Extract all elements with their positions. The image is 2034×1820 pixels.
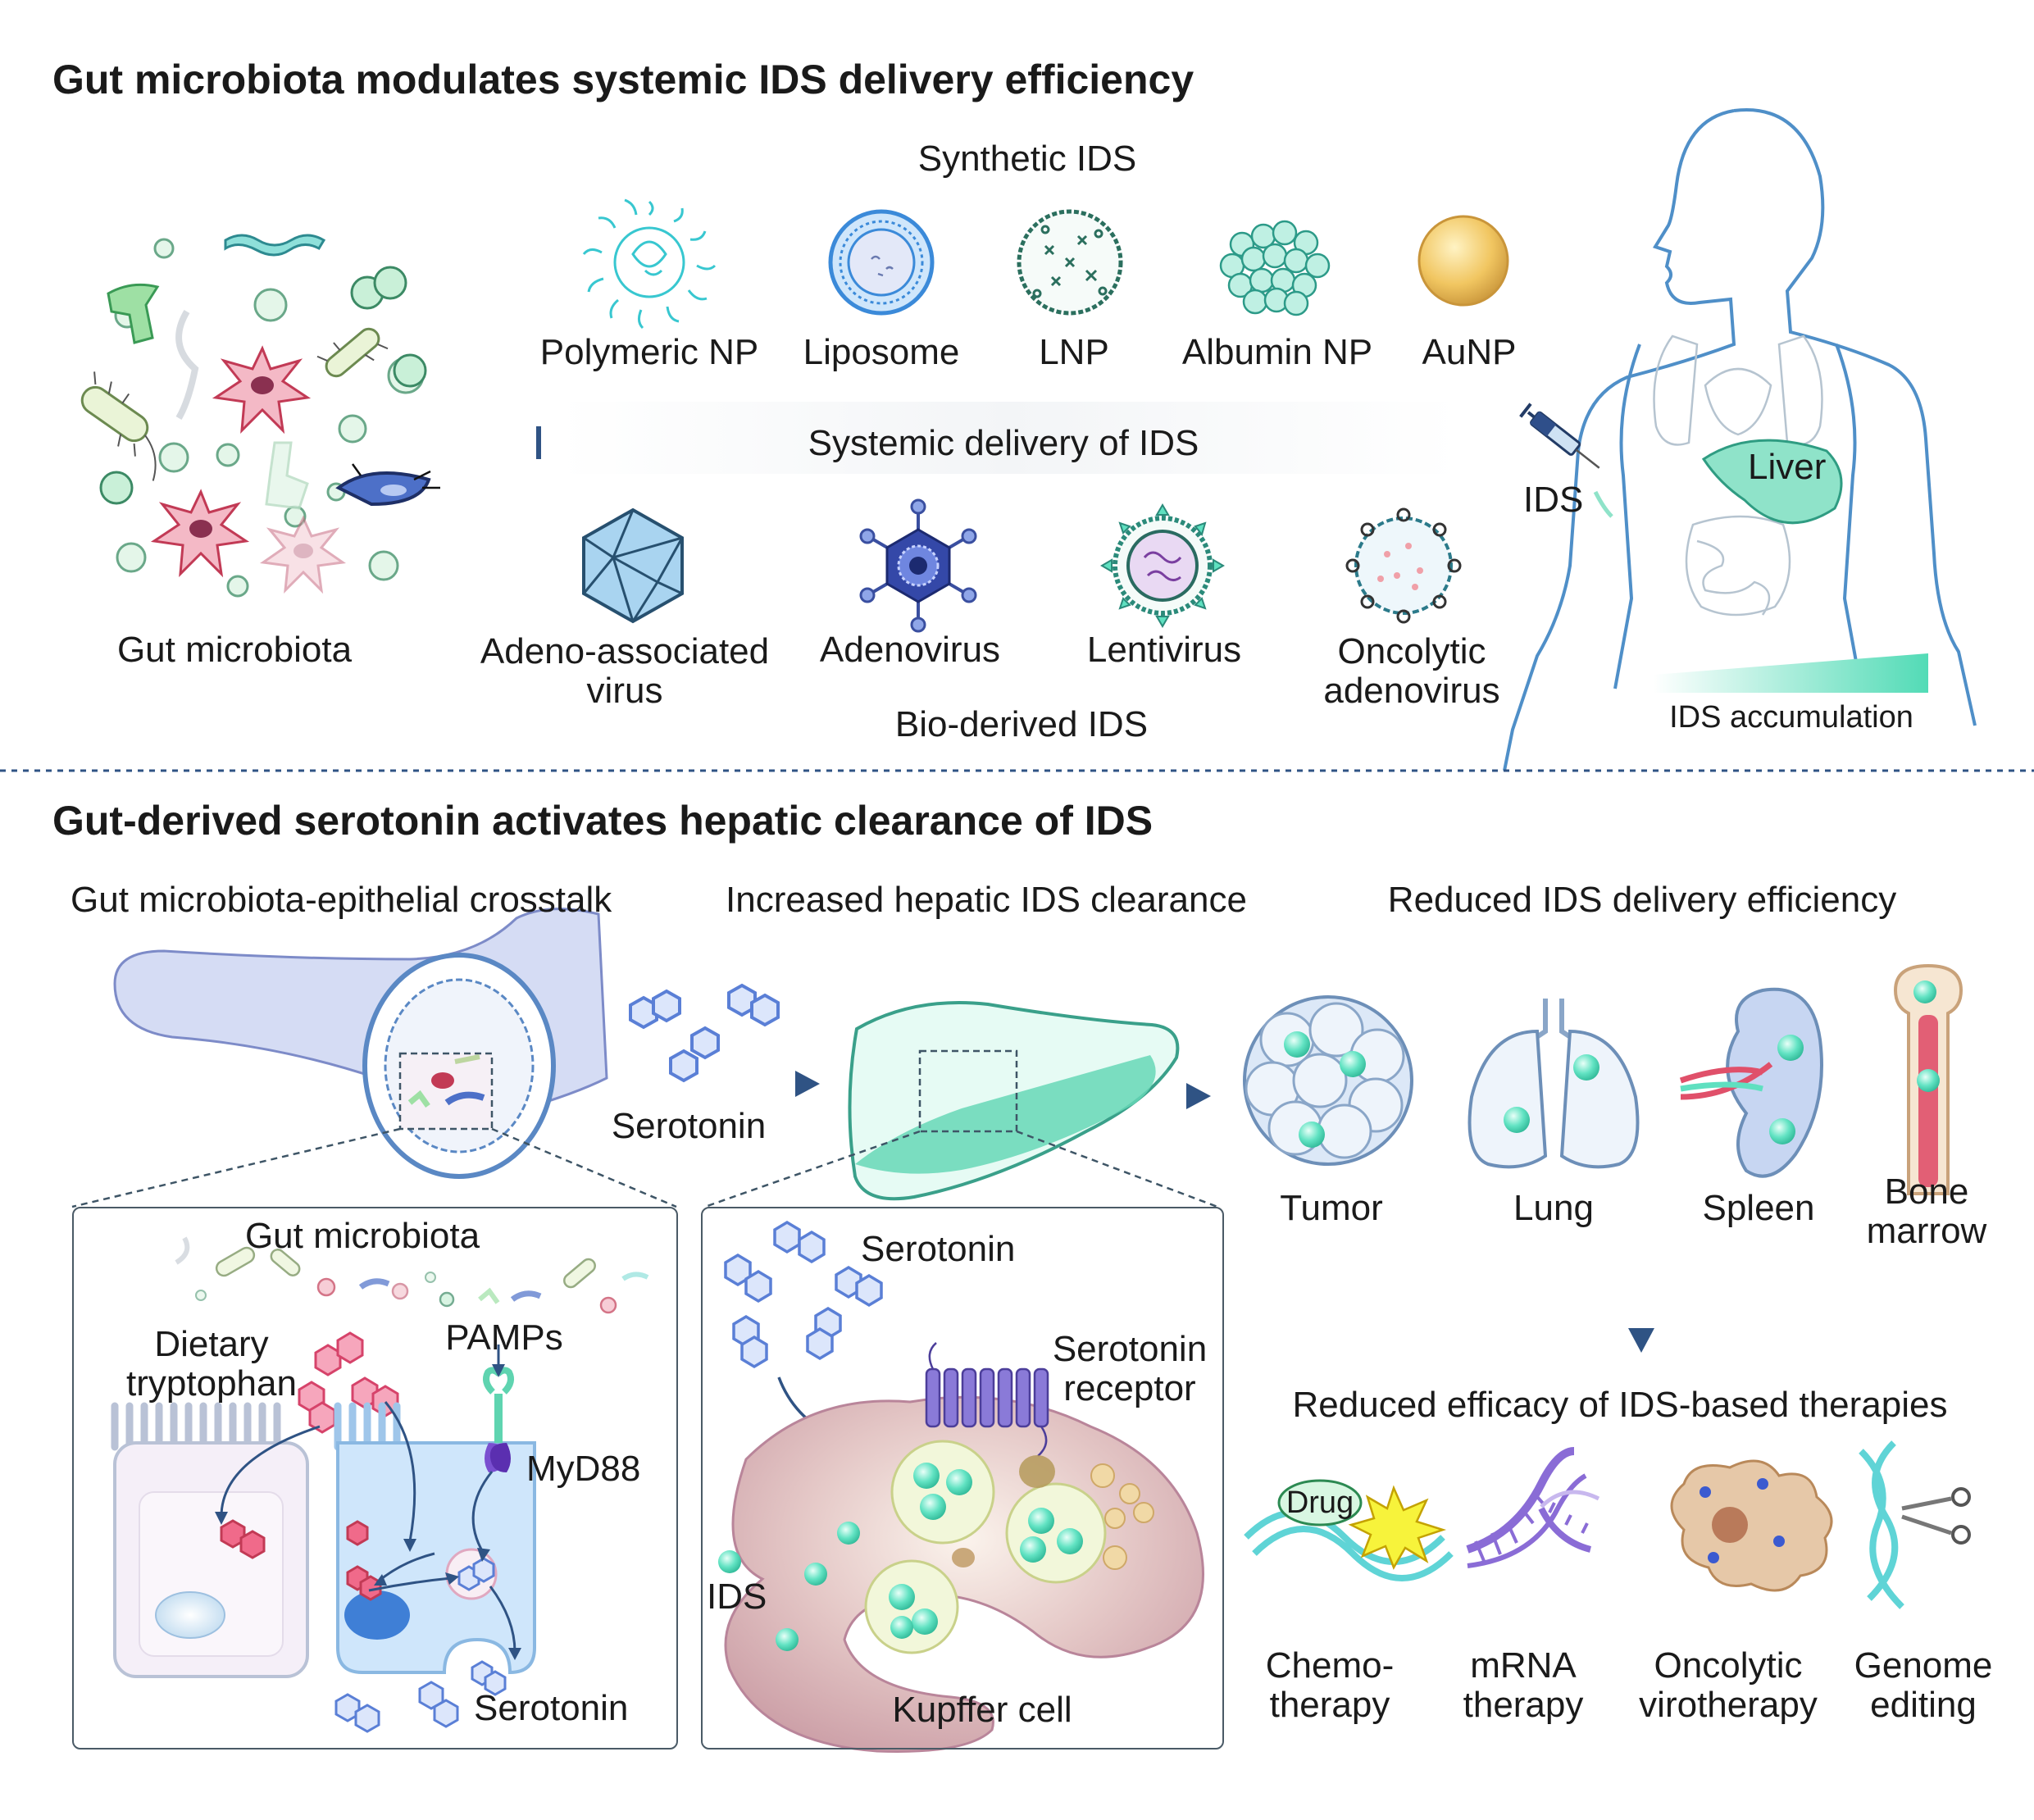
inset2-ids: IDS	[707, 1577, 767, 1617]
spleen-icon	[1679, 987, 1823, 1178]
lentivirus-icon	[1100, 503, 1225, 628]
ids-accumulation-gradient	[1654, 653, 1928, 693]
lung-icon	[1467, 999, 1640, 1169]
label-oncolytic-adenovirus: Oncolytic adenovirus	[1323, 631, 1500, 711]
label-ids-accumulation: IDS accumulation	[1669, 700, 1913, 735]
lnp-icon	[1017, 209, 1123, 316]
chemotherapy-icon	[1244, 1479, 1454, 1581]
label-tumor: Tumor	[1280, 1188, 1383, 1228]
intestine-illustration	[113, 908, 608, 1179]
polymeric-np-icon	[582, 198, 717, 330]
oncolytic-adenovirus-icon	[1345, 507, 1462, 624]
albumin-np-icon	[1219, 220, 1331, 316]
label-bio-derived-ids: Bio-derived IDS	[894, 704, 1149, 744]
inset-kupffer-clearance	[701, 1207, 1224, 1749]
label-genome-editing: Genome editing	[1854, 1645, 1993, 1725]
inset1-myd88: MyD88	[526, 1449, 641, 1489]
label-liposome: Liposome	[803, 332, 960, 372]
label-serotonin-flow: Serotonin	[611, 1106, 767, 1146]
internal-organs	[1653, 334, 1823, 617]
bone-marrow-icon	[1893, 963, 1963, 1195]
label-adenovirus: Adenovirus	[819, 630, 1001, 670]
liver-organ	[1701, 439, 1843, 525]
label-reduced-efficacy: Reduced efficacy of IDS-based therapies	[1292, 1385, 1948, 1425]
inset2-serotonin: Serotonin	[861, 1229, 1016, 1269]
adeno-associated-virus-icon	[582, 507, 684, 624]
label-ids-injection: IDS	[1523, 480, 1584, 520]
arrow-down-efficacy	[1628, 1254, 1654, 1353]
label-lung: Lung	[1513, 1188, 1594, 1228]
adenovirus-icon	[859, 498, 977, 633]
label-aav: Adeno-associated virus	[480, 631, 770, 711]
tumor-icon	[1243, 995, 1413, 1166]
liposome-icon	[828, 209, 935, 316]
aunp-icon	[1417, 215, 1509, 307]
heading-bottom: Gut-derived serotonin activates hepatic …	[52, 798, 1154, 844]
label-bone-marrow: Bone marrow	[1866, 1172, 1987, 1251]
label-spleen: Spleen	[1702, 1188, 1815, 1228]
inset1-drawing	[111, 1236, 649, 1733]
inset1-gut-microbiota: Gut microbiota	[244, 1216, 480, 1256]
label-lnp: LNP	[1039, 332, 1109, 372]
label-oncolytic-virotherapy: Oncolytic virotherapy	[1639, 1645, 1818, 1725]
inset1-pamps: PAMPs	[445, 1317, 563, 1358]
label-drug: Drug	[1285, 1486, 1354, 1520]
label-lentivirus: Lentivirus	[1086, 630, 1242, 670]
col2-title: Increased hepatic IDS clearance	[726, 880, 1247, 920]
label-systemic-delivery: Systemic delivery of IDS	[808, 423, 1199, 463]
label-liver: Liver	[1748, 447, 1827, 487]
label-gut-microbiota-top: Gut microbiota	[116, 630, 353, 670]
systemic-delivery-band	[557, 402, 1459, 474]
inhibition-arrow	[443, 426, 541, 459]
mrna-therapy-icon	[1466, 1447, 1600, 1568]
label-mrna-therapy: mRNA therapy	[1463, 1645, 1584, 1725]
oncolytic-virotherapy-icon	[1670, 1459, 1833, 1592]
gut-microbiota-cluster	[80, 234, 440, 598]
liver-illustration	[848, 1001, 1180, 1201]
label-synthetic-ids: Synthetic IDS	[917, 139, 1137, 179]
label-polymeric-np: Polymeric NP	[539, 332, 759, 372]
arrow-to-liver	[566, 1071, 820, 1097]
col1-title: Gut microbiota-epithelial crosstalk	[71, 880, 612, 920]
syringe-icon	[1519, 403, 1600, 469]
inset2-kupffer-cell: Kupffer cell	[892, 1690, 1072, 1730]
label-albumin-np: Albumin NP	[1181, 332, 1373, 372]
inset1-dietary-tryptophan: Dietary tryptophan	[126, 1324, 297, 1404]
serotonin-molecules-flow	[629, 983, 780, 1083]
inset2-serotonin-receptor: Serotonin receptor	[1052, 1329, 1208, 1408]
inset2-drawing	[718, 1220, 1204, 1753]
heading-top: Gut microbiota modulates systemic IDS de…	[52, 57, 1194, 102]
col3-title: Reduced IDS delivery efficiency	[1387, 880, 1897, 920]
label-chemotherapy: Chemo- therapy	[1265, 1645, 1395, 1725]
label-aunp: AuNP	[1422, 332, 1517, 372]
inset1-serotonin: Serotonin	[474, 1688, 629, 1728]
arrow-to-organs	[1049, 1083, 1211, 1109]
inset-gut-crosstalk	[72, 1207, 678, 1749]
human-body	[1503, 108, 1977, 771]
genome-editing-icon	[1859, 1440, 1971, 1609]
